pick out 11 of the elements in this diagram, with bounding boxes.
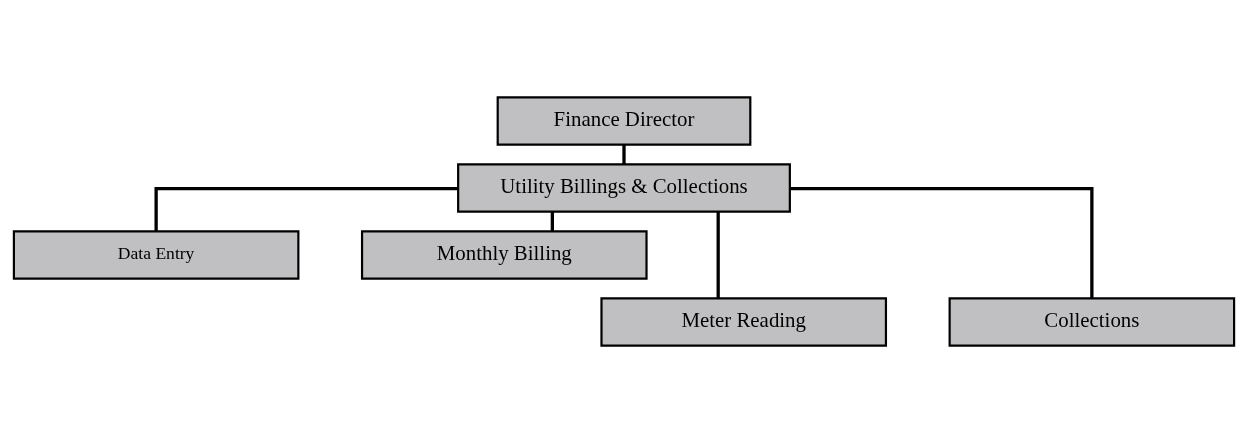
node-box: Data Entry xyxy=(12,230,300,280)
connector xyxy=(154,186,459,232)
connector xyxy=(789,186,1094,299)
node-box: Collections xyxy=(948,297,1236,347)
node-box: Utility Billings & Collections xyxy=(457,163,791,213)
node-box: Monthly Billing xyxy=(360,230,648,280)
connector xyxy=(550,211,554,232)
connector xyxy=(622,144,626,165)
node-box: Finance Director xyxy=(496,96,752,146)
node-box: Meter Reading xyxy=(600,297,888,347)
connector xyxy=(716,211,720,299)
